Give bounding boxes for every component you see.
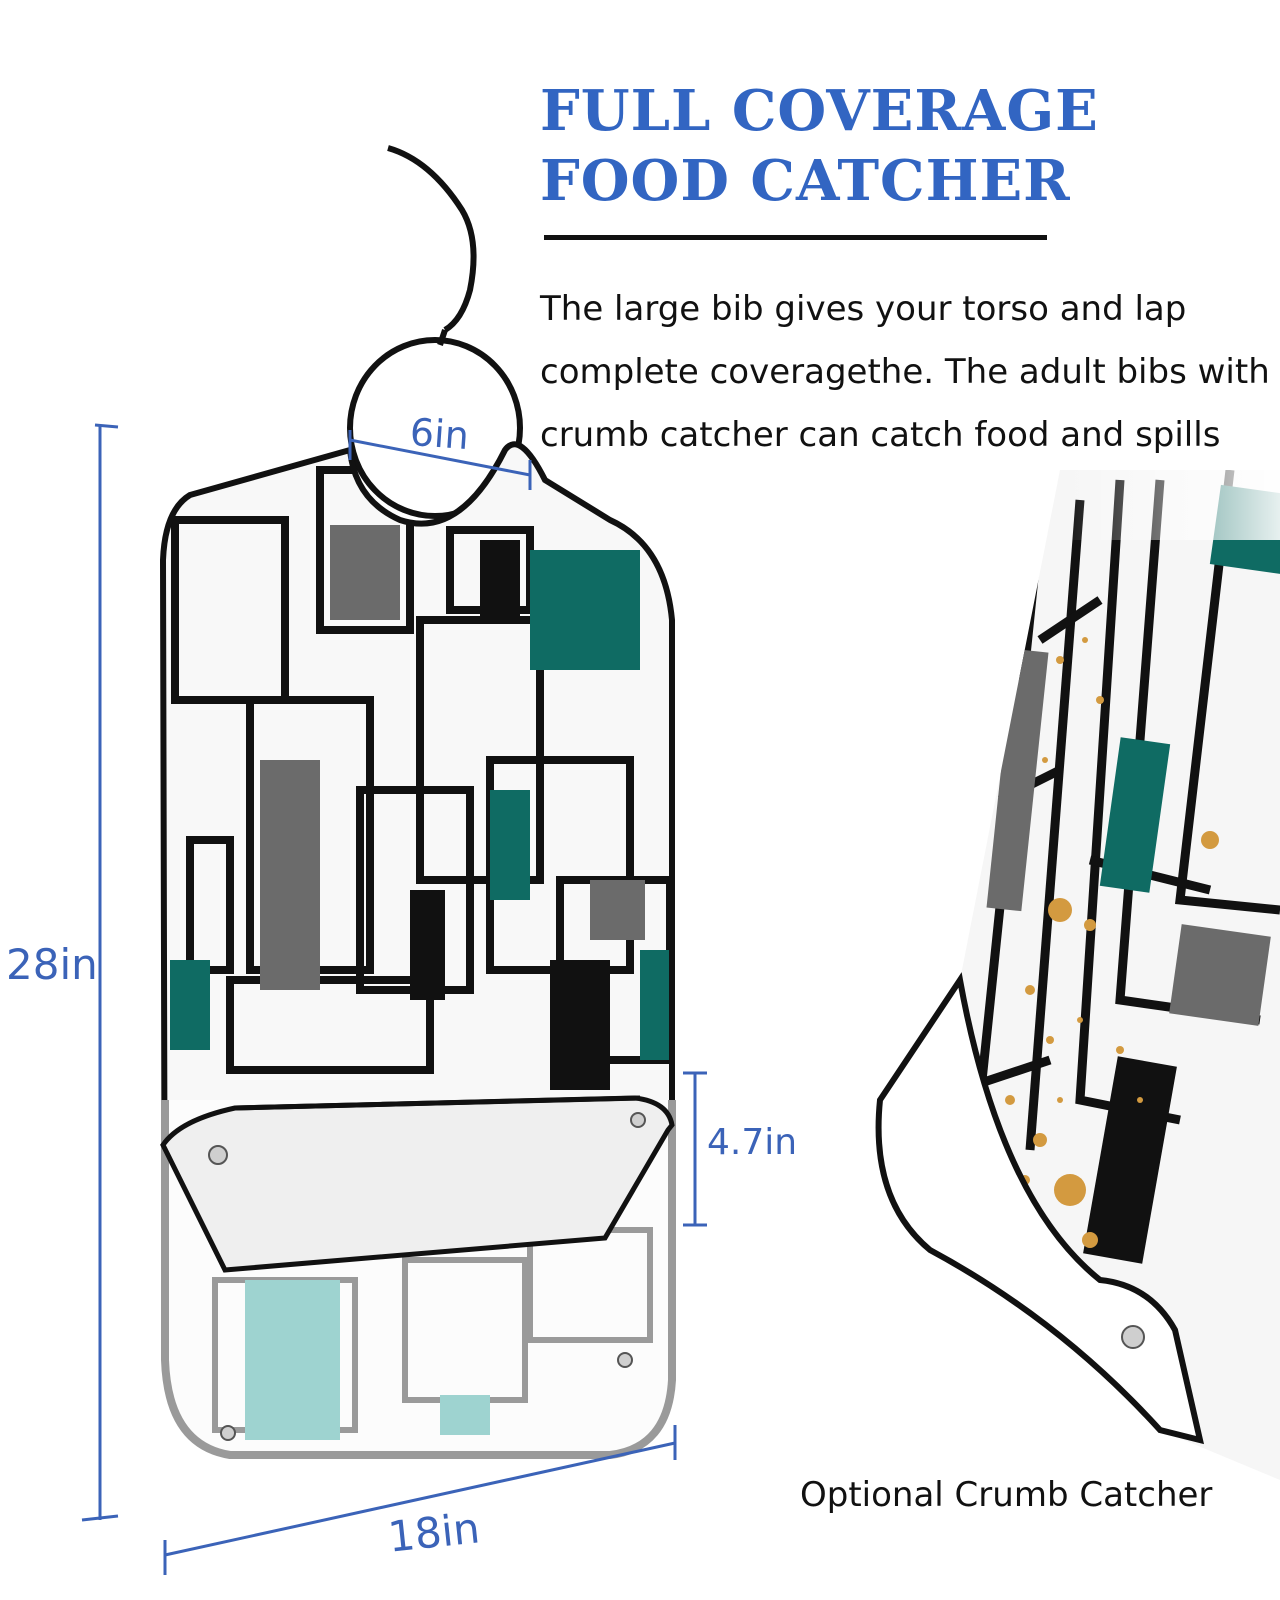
main-bib (159, 441, 676, 1459)
description-line-2: complete coveragethe. The adult bibs wit… (540, 352, 1270, 392)
page-title: FULL COVERAGE FOOD CATCHER (540, 76, 1100, 216)
title-line-2: FOOD CATCHER (540, 148, 1071, 214)
width-dimension-label: 18in (385, 1503, 483, 1562)
neck-dimension-label: 6in (408, 410, 471, 458)
description: The large bib gives your torso and lap c… (540, 278, 1270, 467)
title-line-1: FULL COVERAGE (540, 78, 1099, 144)
length-dimension-label: 28in (6, 940, 98, 989)
description-line-3: crumb catcher can catch food and spills (540, 415, 1221, 455)
neck-strap (347, 145, 523, 519)
dimension-lines (81, 423, 707, 1575)
pocket-dimension-label: 4.7in (707, 1122, 798, 1163)
crumb-catcher-caption: Optional Crumb Catcher (800, 1475, 1213, 1515)
title-divider (544, 235, 1047, 240)
description-line-1: The large bib gives your torso and lap (540, 289, 1187, 329)
side-view-bib (875, 470, 1280, 1480)
